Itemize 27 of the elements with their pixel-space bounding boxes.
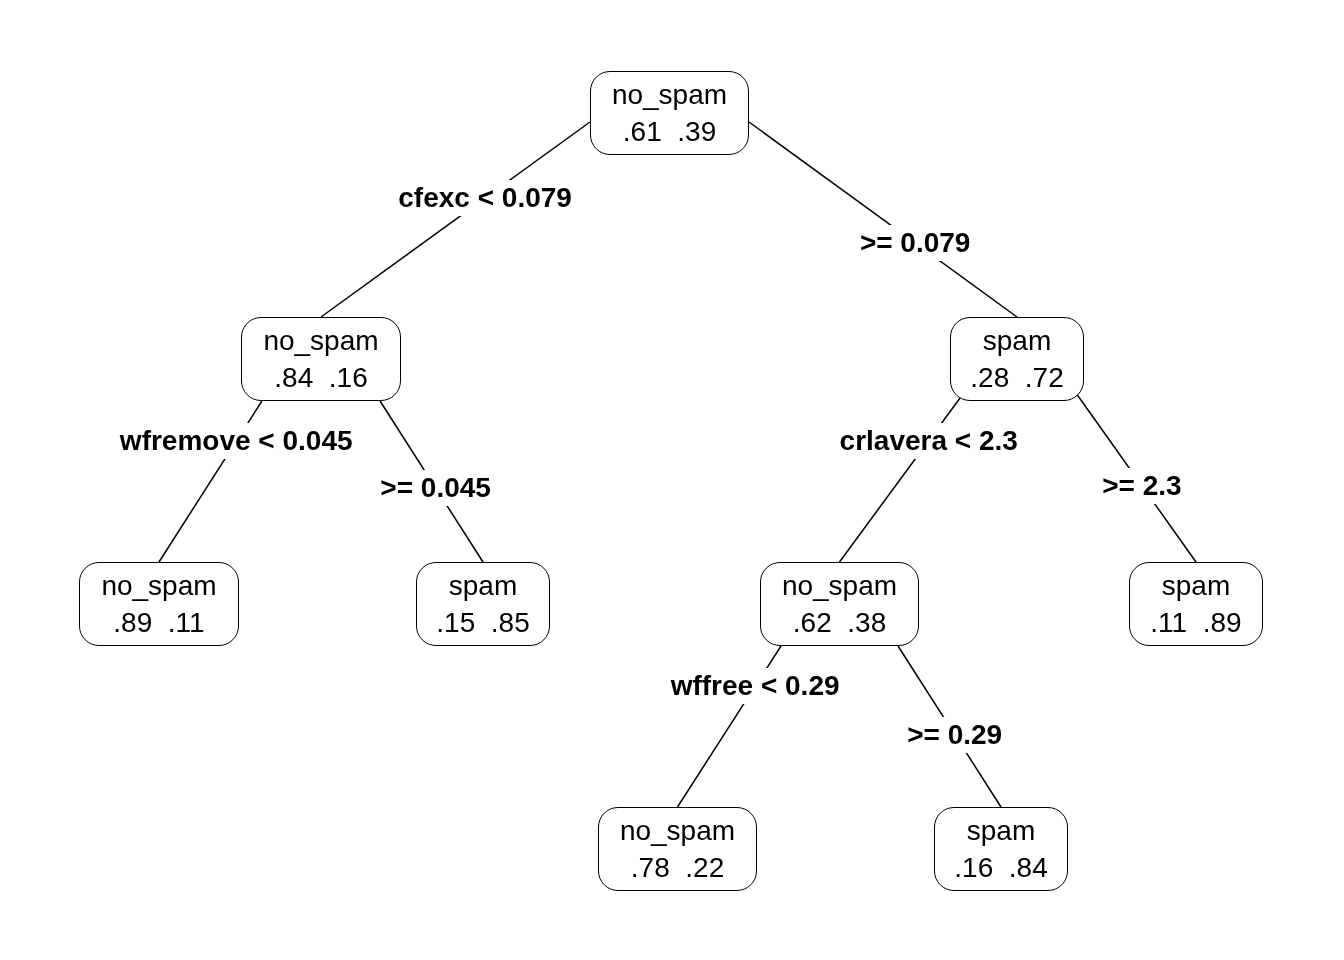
class-label: spam — [982, 324, 1052, 358]
class-label: no_spam — [611, 78, 728, 112]
class-label: spam — [966, 814, 1036, 848]
class-label: spam — [448, 569, 518, 603]
class-label: no_spam — [781, 569, 898, 603]
class-probabilities: .62 .38 — [792, 606, 887, 640]
tree-node-box — [1129, 562, 1263, 646]
tree-node-box — [590, 71, 749, 155]
class-probabilities: .84 .16 — [274, 361, 368, 395]
tree-node-box — [934, 807, 1068, 891]
class-label: no_spam — [263, 324, 379, 358]
class-probabilities: .11 .89 — [1150, 606, 1242, 640]
class-probabilities: .89 .11 — [113, 606, 205, 640]
class-label: no_spam — [101, 569, 217, 603]
class-probabilities: .15 .85 — [436, 606, 530, 640]
class-label: spam — [1161, 569, 1231, 603]
tree-node-box — [598, 807, 757, 891]
class-probabilities: .61 .39 — [622, 115, 717, 149]
tree-node-box — [950, 317, 1084, 401]
class-probabilities: .16 .84 — [954, 851, 1048, 885]
class-probabilities: .28 .72 — [970, 361, 1064, 395]
tree-node-box — [760, 562, 919, 646]
tree-node-box — [79, 562, 239, 646]
tree-node-box — [416, 562, 550, 646]
tree-node-box — [241, 317, 401, 401]
class-label: no_spam — [619, 814, 736, 848]
class-probabilities: .78 .22 — [630, 851, 725, 885]
